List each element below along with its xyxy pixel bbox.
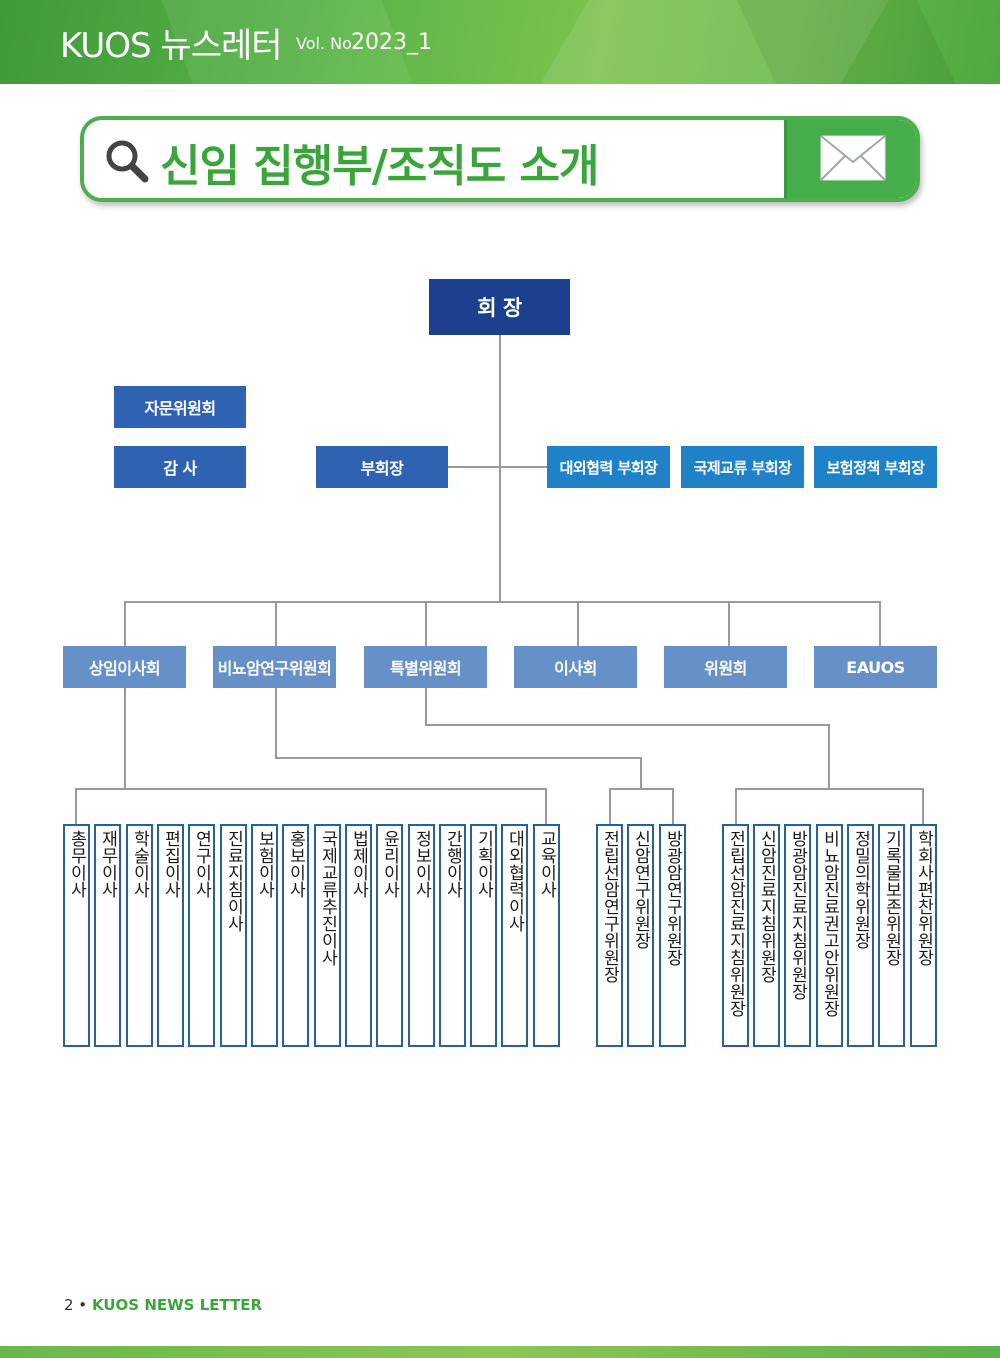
page-title: 신임 집행부/조직도 소개 <box>160 141 600 192</box>
director-box: 정보이사 <box>408 824 435 1047</box>
research-chair-box: 신암연구위원장 <box>627 824 654 1047</box>
research-chair-box: 전립선암연구위원장 <box>596 824 623 1047</box>
committee-box: EAUOS <box>814 646 937 688</box>
committee-box: 특별위원회 <box>364 646 487 688</box>
director-box: 진료지침이사 <box>220 824 247 1047</box>
director-box: 국제교류추진이사 <box>314 824 341 1047</box>
mail-icon <box>820 135 886 181</box>
special-chair-box: 기록물보존위원장 <box>878 824 905 1047</box>
committee-box: 이사회 <box>514 646 637 688</box>
director-box: 총무이사 <box>63 824 90 1047</box>
committee-box: 비뇨암연구위원회 <box>213 646 336 688</box>
mail-panel <box>784 120 916 198</box>
volume-number: 2023_1 <box>351 30 432 55</box>
section-title-box: 신임 집행부/조직도 소개 <box>80 116 920 202</box>
vice-president-box: 부회장 <box>316 446 448 488</box>
auditor-box: 감 사 <box>114 446 246 488</box>
special-chair-box: 비뇨암진료권고안위원장 <box>816 824 843 1047</box>
vice-external-box: 대외협력 부회장 <box>547 446 670 488</box>
director-box: 교육이사 <box>533 824 560 1047</box>
footer-bar <box>0 1346 1000 1358</box>
header-band: KUOS 뉴스레터 Vol. No 2023_1 <box>0 0 1000 84</box>
committee-box: 위원회 <box>664 646 787 688</box>
special-chair-box: 신암진료지침위원장 <box>753 824 780 1047</box>
director-box: 윤리이사 <box>376 824 403 1047</box>
president-box: 회 장 <box>429 279 570 335</box>
director-box: 재무이사 <box>94 824 121 1047</box>
director-box: 홍보이사 <box>282 824 309 1047</box>
director-box: 간행이사 <box>439 824 466 1047</box>
director-box: 연구이사 <box>188 824 215 1047</box>
page-number: 2 • <box>64 1296 88 1314</box>
volume-label: Vol. No <box>296 34 352 53</box>
director-box: 학술이사 <box>126 824 153 1047</box>
committee-box: 상임이사회 <box>63 646 186 688</box>
special-chair-box: 학회사편찬위원장 <box>910 824 937 1047</box>
director-box: 보험이사 <box>251 824 278 1047</box>
advisory-committee-box: 자문위원회 <box>114 386 246 428</box>
research-chair-box: 방광암연구위원장 <box>659 824 686 1047</box>
director-box: 대외협력이사 <box>501 824 528 1047</box>
newsletter-brand: KUOS 뉴스레터 <box>60 26 283 66</box>
special-chair-box: 방광암진료지침위원장 <box>784 824 811 1047</box>
footer-label: KUOS NEWS LETTER <box>92 1296 263 1314</box>
director-box: 기획이사 <box>470 824 497 1047</box>
vice-insurance-box: 보험정책 부회장 <box>814 446 937 488</box>
special-chair-box: 정밀의학위원장 <box>847 824 874 1047</box>
director-box: 법제이사 <box>345 824 372 1047</box>
vice-international-box: 국제교류 부회장 <box>681 446 804 488</box>
special-chair-box: 전립선암진료지침위원장 <box>722 824 749 1047</box>
director-box: 편집이사 <box>157 824 184 1047</box>
search-icon <box>106 140 149 183</box>
